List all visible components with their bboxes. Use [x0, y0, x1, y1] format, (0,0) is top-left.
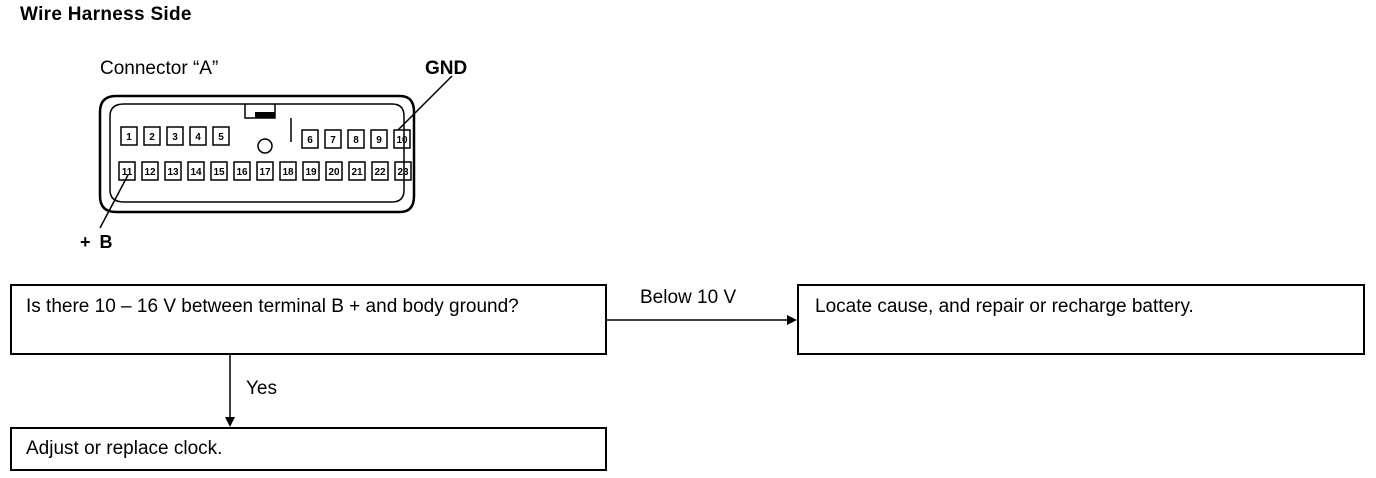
b-plus-leader-line [99, 174, 129, 229]
connector-pin-label-12: 12 [144, 167, 156, 178]
connector-outline [98, 94, 416, 214]
below-arrow-head [787, 315, 797, 325]
connector-pin-20 [325, 161, 343, 181]
connector-pin-label-9: 9 [376, 135, 382, 146]
question-box: Is there 10 – 16 V between terminal B + … [10, 284, 607, 355]
connector-pin-label-18: 18 [282, 167, 294, 178]
connector-pin-label-6: 6 [307, 135, 313, 146]
connector-pin-label-4: 4 [195, 132, 201, 143]
connector-pin-5 [212, 126, 230, 146]
connector-key-slot [255, 112, 275, 118]
connector-pin-11 [118, 161, 136, 181]
below-10v-label: Below 10 V [640, 287, 737, 308]
below-result-box: Locate cause, and repair or recharge bat… [797, 284, 1365, 355]
connector-pin-label-8: 8 [353, 135, 359, 146]
connector-pin-label-19: 19 [305, 167, 317, 178]
yes-result-text: Adjust or replace clock. [26, 438, 223, 459]
connector-pin-8 [347, 129, 365, 149]
connector-label: Connector “A” [100, 58, 219, 79]
connector-pin-label-1: 1 [126, 132, 132, 143]
connector-pin-label-15: 15 [213, 167, 225, 178]
connector-pin-label-22: 22 [374, 167, 386, 178]
b-plus-label: + B [80, 232, 115, 252]
connector-pin-4 [189, 126, 207, 146]
connector-pin-22 [371, 161, 389, 181]
connector-pin-1 [120, 126, 138, 146]
connector-pin-13 [164, 161, 182, 181]
diagram-heading: Wire Harness Side [20, 4, 192, 25]
gnd-leader-line [397, 75, 453, 131]
connector-pin-18 [279, 161, 297, 181]
connector-pin-label-2: 2 [149, 132, 155, 143]
connector-pin-label-17: 17 [259, 167, 271, 178]
gnd-label: GND [425, 58, 468, 79]
connector-pin-15 [210, 161, 228, 181]
yes-arrow-head [225, 417, 235, 427]
yes-label: Yes [246, 378, 277, 399]
connector-pin-label-10: 10 [396, 135, 408, 146]
yes-result-box: Adjust or replace clock. [10, 427, 607, 471]
connector-pin-label-11: 11 [122, 167, 133, 178]
connector-pin-label-14: 14 [190, 167, 202, 178]
connector-pin-10 [393, 129, 411, 149]
connector-pin-label-23: 23 [397, 167, 409, 178]
connector-pin-23 [394, 161, 412, 181]
connector-pin-12 [141, 161, 159, 181]
connector-pin-label-7: 7 [330, 135, 336, 146]
connector-pin-label-16: 16 [236, 167, 248, 178]
connector-key-hole [257, 138, 273, 154]
connector-pin-6 [301, 129, 319, 149]
connector-pin-7 [324, 129, 342, 149]
question-text: Is there 10 – 16 V between terminal B + … [26, 296, 519, 317]
connector-pin-14 [187, 161, 205, 181]
connector-pin-3 [166, 126, 184, 146]
connector-pin-label-21: 21 [351, 167, 363, 178]
connector-pin-label-5: 5 [218, 132, 224, 143]
connector-pin-9 [370, 129, 388, 149]
connector-pin-21 [348, 161, 366, 181]
connector-inner-outline [109, 103, 405, 203]
connector-pin-label-13: 13 [167, 167, 179, 178]
below-result-text: Locate cause, and repair or recharge bat… [815, 296, 1194, 317]
connector-pin-label-20: 20 [328, 167, 340, 178]
connector-pin-17 [256, 161, 274, 181]
connector-pin-2 [143, 126, 161, 146]
connector-pin-19 [302, 161, 320, 181]
connector-pin-16 [233, 161, 251, 181]
connector-pin-label-3: 3 [172, 132, 178, 143]
